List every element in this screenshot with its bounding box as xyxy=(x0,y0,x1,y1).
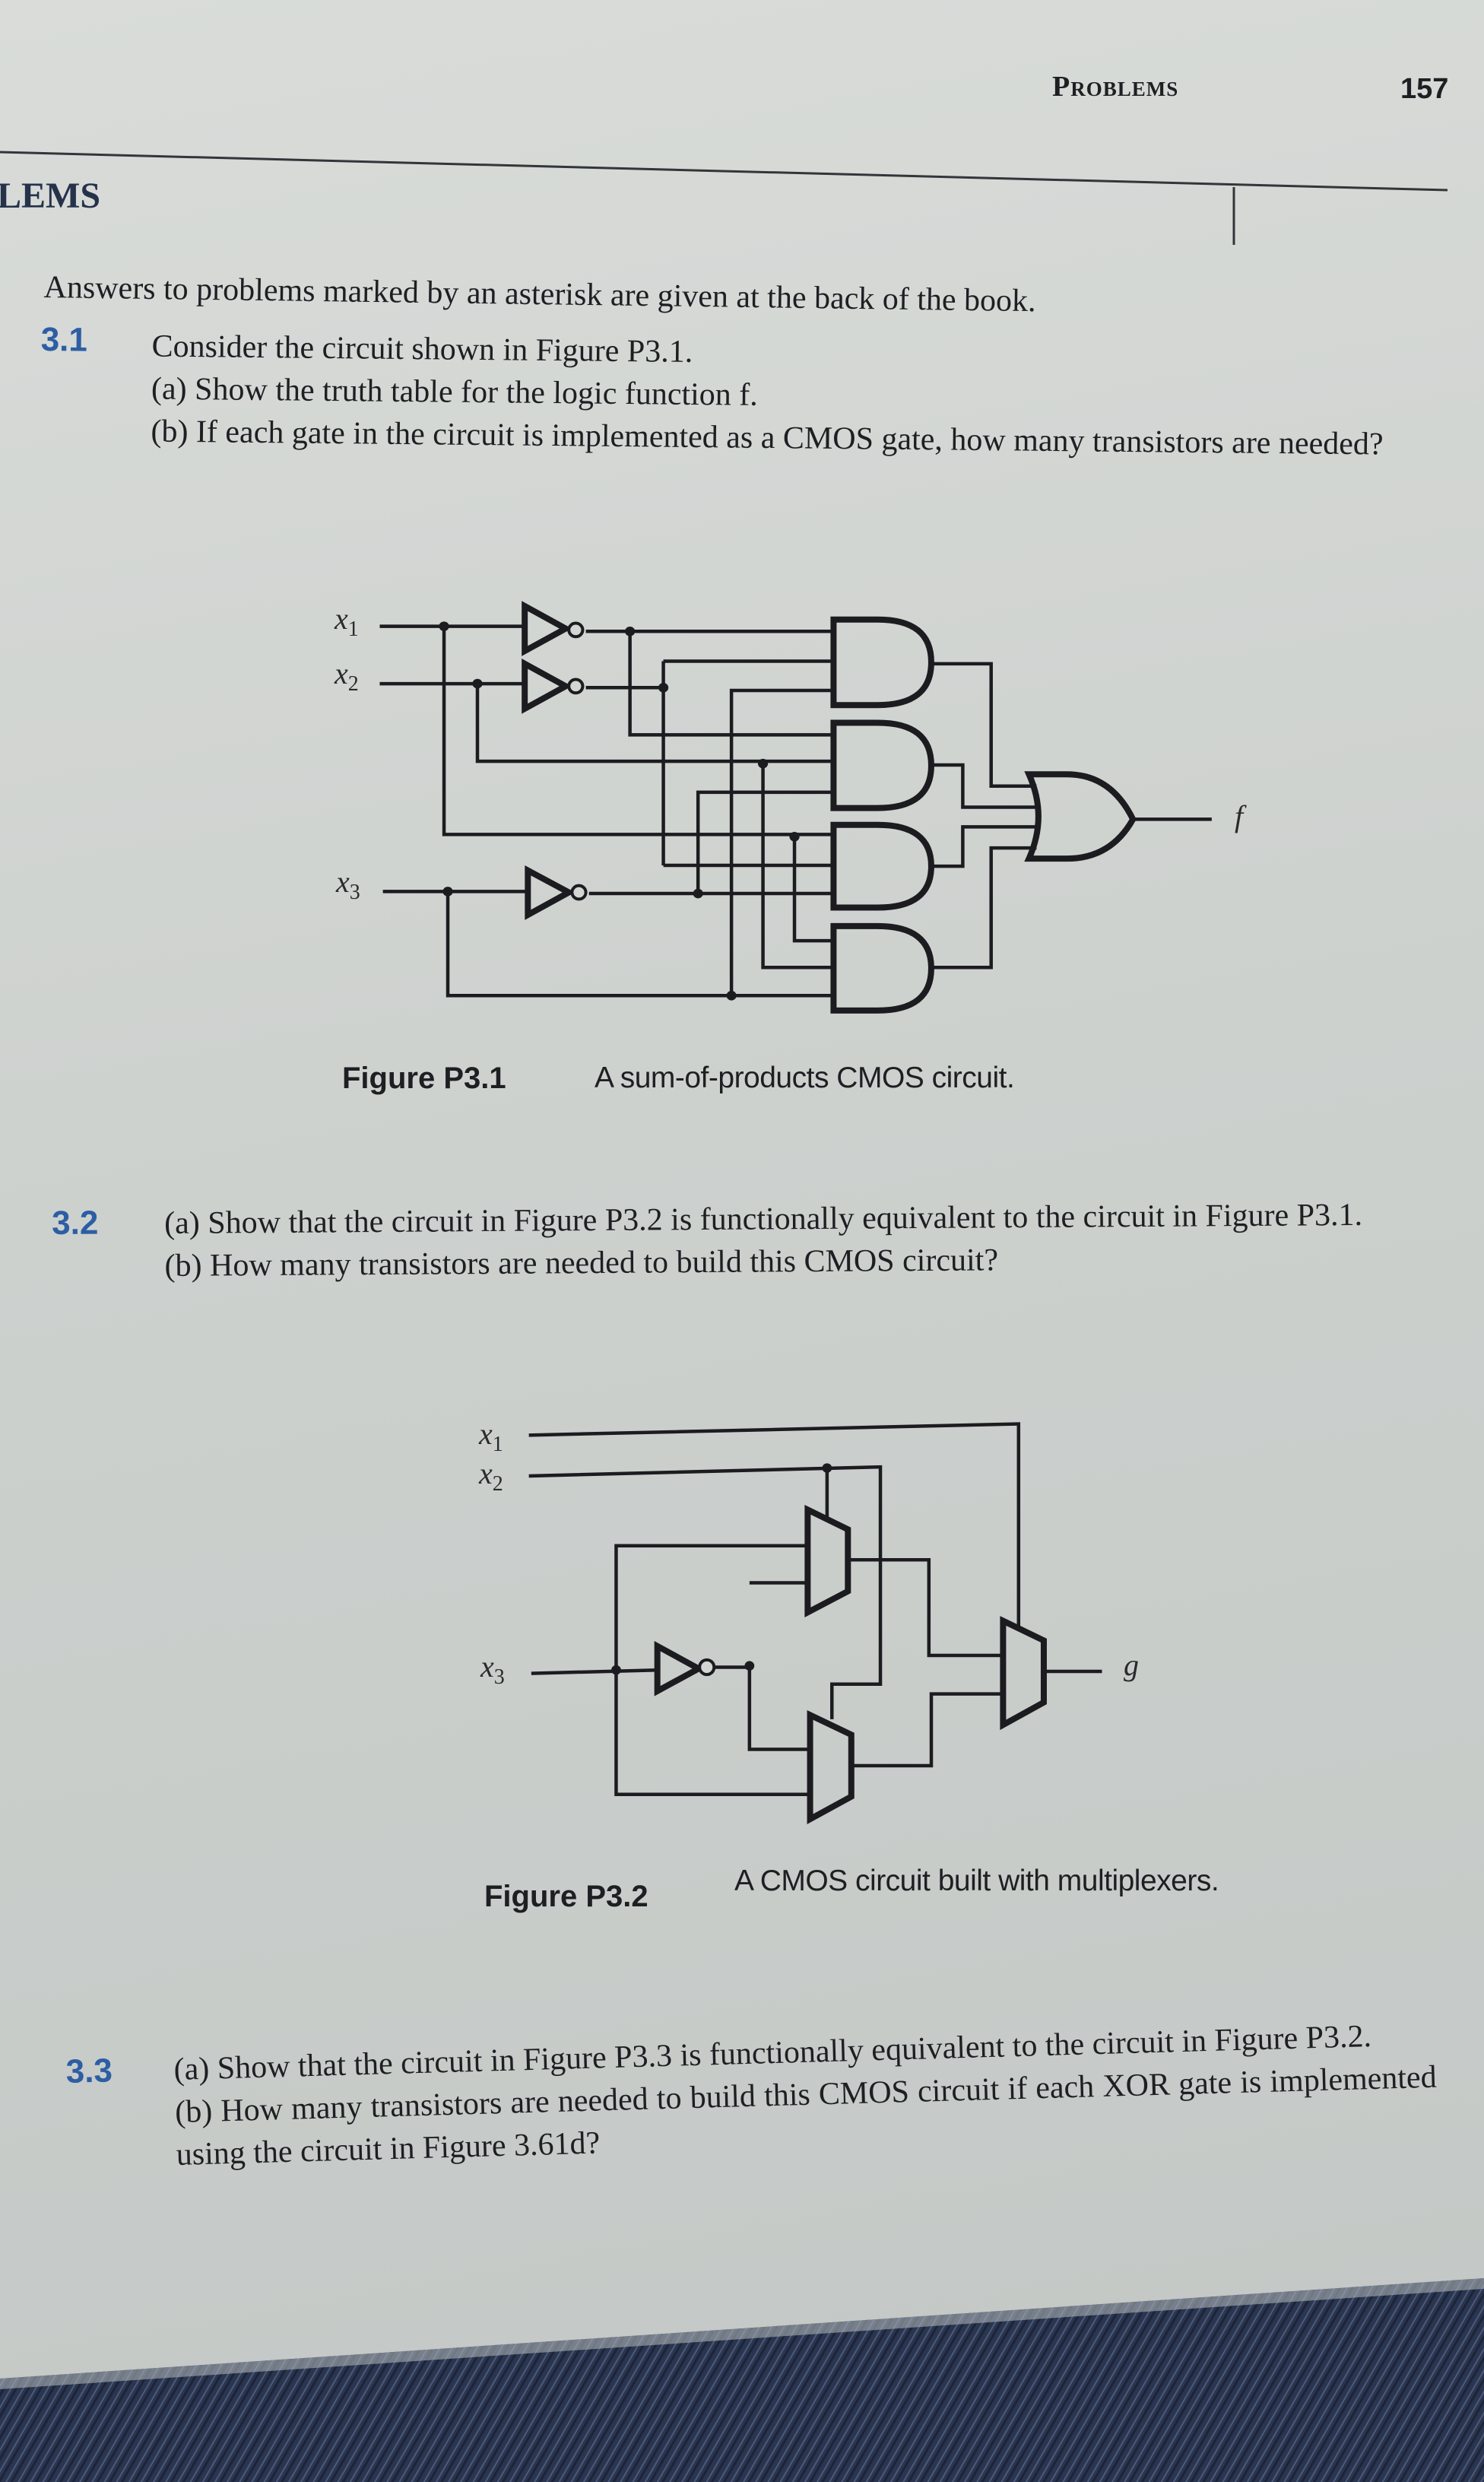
running-header-section: Problems xyxy=(1052,71,1179,103)
multiplexer-1 xyxy=(807,1509,848,1612)
figure-label: Figure P3.1 xyxy=(342,1062,506,1095)
inverter-bubble xyxy=(699,1660,714,1674)
figure-caption: A CMOS circuit built with multiplexers. xyxy=(734,1865,1219,1897)
previous-section-heading: LEMS xyxy=(0,176,101,216)
var: x xyxy=(479,1417,493,1451)
inverter-bubble xyxy=(572,886,585,900)
sub: 3 xyxy=(493,1665,505,1689)
figure-caption: A sum-of-products CMOS circuit. xyxy=(595,1062,1015,1094)
not-gate-x2 xyxy=(525,664,566,709)
var: x xyxy=(335,601,348,636)
not-gate-x3 xyxy=(658,1646,699,1691)
input-label-x3: x3 xyxy=(336,864,360,905)
wires xyxy=(529,1424,1102,1795)
problem-text: (a) Show that the circuit in Figure P3.3… xyxy=(173,2014,1438,2176)
input-label-x3: x3 xyxy=(480,1649,505,1690)
var: x xyxy=(336,865,350,899)
multiplexer-circuit xyxy=(456,1392,1216,1833)
page-number: 157 xyxy=(1400,73,1449,105)
inverter-bubble xyxy=(569,680,582,694)
not-gate-x3 xyxy=(528,871,569,915)
input-label-x1: x1 xyxy=(479,1416,503,1457)
sub: 1 xyxy=(347,617,359,641)
problem-number: 3.3 xyxy=(65,2052,113,2090)
input-label-x2: x2 xyxy=(335,655,359,697)
intro-text: Answers to problems marked by an asteris… xyxy=(43,269,1036,319)
problem-text: Consider the circuit shown in Figure P3.… xyxy=(151,325,1437,467)
and-gate-1 xyxy=(833,620,931,705)
and-gate-3 xyxy=(833,825,931,908)
figure-label: Figure P3.2 xyxy=(484,1880,648,1913)
not-gate-x1 xyxy=(525,606,566,651)
var: x xyxy=(335,656,348,690)
input-label-x1: x1 xyxy=(335,601,359,642)
sub: 1 xyxy=(492,1433,503,1456)
problem-line: (a) Show that the circuit in Figure P3.2… xyxy=(164,1197,1363,1241)
and-gate-2 xyxy=(833,722,931,808)
problem-number: 3.1 xyxy=(40,321,88,359)
or-gate xyxy=(1029,774,1133,859)
multiplexer-2 xyxy=(810,1715,851,1819)
var: x xyxy=(480,1649,494,1684)
problem-line: (b) How many transistors are needed to b… xyxy=(164,1243,999,1284)
junction-dots xyxy=(439,621,800,1001)
sub: 2 xyxy=(492,1472,503,1496)
multiplexer-3 xyxy=(1003,1620,1044,1725)
wires xyxy=(379,627,1211,996)
and-gate-4 xyxy=(833,926,931,1011)
problem-text: (a) Show that the circuit in Figure P3.2… xyxy=(164,1194,1413,1287)
problem-number: 3.2 xyxy=(52,1204,99,1242)
inverter-bubble xyxy=(569,624,582,637)
output-label-g: g xyxy=(1124,1648,1139,1682)
header-rule xyxy=(0,151,1448,245)
junction-dots xyxy=(611,1463,832,1675)
sub: 2 xyxy=(347,672,359,696)
var: x xyxy=(479,1456,493,1490)
input-label-x2: x2 xyxy=(479,1455,503,1496)
sum-of-products-circuit xyxy=(304,578,1292,1019)
output-label-f: f xyxy=(1235,799,1244,833)
sub: 3 xyxy=(349,881,360,904)
